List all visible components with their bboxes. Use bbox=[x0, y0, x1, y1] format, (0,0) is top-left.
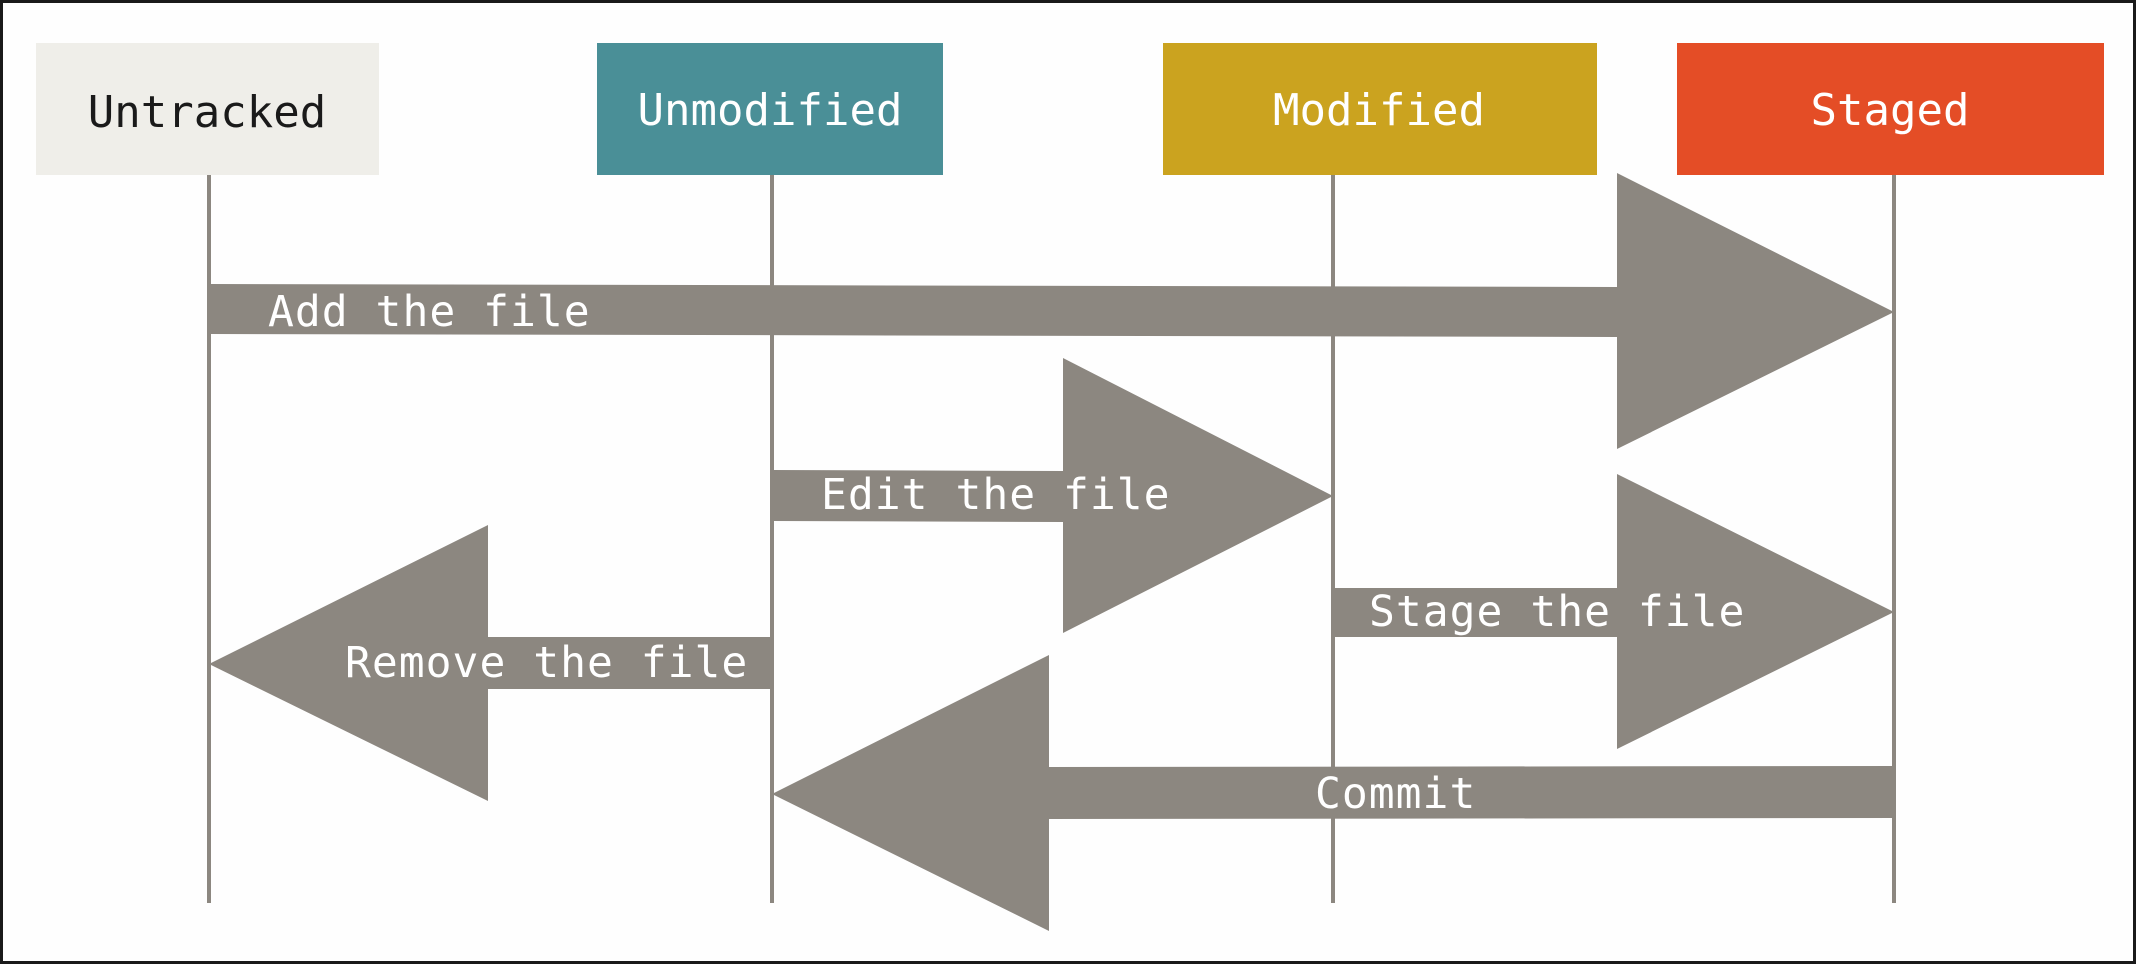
diagram-canvas: Untracked Unmodified Modified Staged Add… bbox=[36, 43, 2104, 931]
state-box-staged: Staged bbox=[1677, 43, 2104, 175]
add-arrow bbox=[209, 173, 1894, 449]
stage-arrow bbox=[1333, 474, 1894, 749]
commit-arrow bbox=[772, 655, 1894, 931]
stage-label: Stage the file bbox=[1369, 587, 1745, 637]
state-label-unmodified: Unmodified bbox=[638, 85, 903, 136]
state-label-staged: Staged bbox=[1811, 85, 1970, 136]
edit-arrow bbox=[772, 358, 1333, 633]
state-label-modified: Modified bbox=[1273, 85, 1485, 136]
state-box-modified: Modified bbox=[1163, 43, 1597, 175]
remove-label: Remove the file bbox=[345, 638, 748, 688]
edit-label: Edit the file bbox=[821, 470, 1171, 520]
state-box-untracked-bg bbox=[36, 43, 379, 175]
state-box-staged-bg bbox=[1677, 43, 2104, 175]
state-box-unmodified: Unmodified bbox=[597, 43, 943, 175]
transition-arrows bbox=[209, 173, 1894, 931]
remove-arrow bbox=[209, 525, 772, 801]
state-box-modified-bg bbox=[1163, 43, 1597, 175]
add-label: Add the file bbox=[268, 287, 591, 337]
commit-label: Commit bbox=[1315, 769, 1476, 819]
state-box-untracked: Untracked bbox=[36, 43, 379, 175]
state-box-unmodified-bg bbox=[597, 43, 943, 175]
state-label-untracked: Untracked bbox=[88, 87, 326, 138]
transition-labels: Add the file Edit the file Stage the fil… bbox=[268, 287, 1745, 819]
